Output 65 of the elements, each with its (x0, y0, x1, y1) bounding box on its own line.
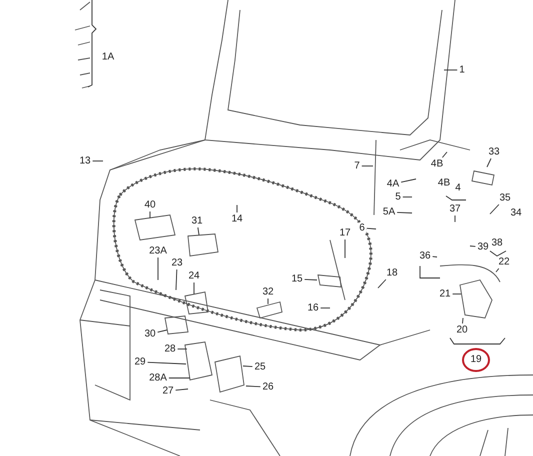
callout-number: 30 (143, 328, 157, 340)
callout-number: 4 (454, 182, 462, 194)
leader-line (496, 268, 500, 272)
circled-callout-number: 19 (462, 348, 490, 372)
callout-number: 36 (418, 250, 432, 262)
callout-number: 4B (436, 178, 452, 188)
leader-line (462, 318, 464, 324)
callout-number: 18 (385, 268, 399, 278)
leader-line (246, 386, 261, 388)
callout-number: 22 (497, 256, 511, 268)
callout-number: 15 (290, 274, 304, 284)
callout-number: 26 (261, 382, 275, 392)
leader-line (344, 239, 346, 258)
callout-number: 21 (438, 288, 452, 300)
leader-line (304, 278, 318, 280)
leader-line (432, 256, 438, 258)
callout-number: 6 (358, 222, 366, 234)
callout-number: 40 (143, 200, 157, 210)
leader-line (378, 279, 386, 288)
leader-line (366, 228, 376, 230)
leader-line (402, 196, 412, 198)
callout-number: 14 (230, 214, 244, 224)
callout-number: 23 (170, 258, 184, 268)
callout-number: 1 (458, 64, 466, 76)
callout-number: 37 (448, 204, 462, 214)
callout-number: 7 (353, 160, 361, 172)
leader-line (92, 160, 104, 162)
callout-number: 24 (187, 270, 201, 282)
leader-line (470, 246, 476, 247)
callout-number: 5 (394, 192, 402, 202)
leader-line (242, 366, 253, 368)
callout-number: 29 (133, 356, 147, 368)
callout-number: 4B (430, 158, 444, 170)
callout-number: 31 (190, 216, 204, 226)
callout-number: 20 (455, 324, 469, 336)
leader-line (236, 204, 238, 213)
callout-number: 17 (338, 228, 352, 238)
leader-line (177, 348, 188, 350)
callout-number: 34 (509, 208, 523, 218)
callout-number: 39 (476, 242, 490, 252)
callout-number: 28 (163, 344, 177, 354)
leader-line (197, 227, 200, 236)
callout-number: 25 (253, 362, 267, 372)
callout-number: 32 (261, 286, 275, 298)
callout-number: 16 (306, 302, 320, 314)
callout-number: 23A (148, 246, 168, 256)
leader-line (400, 178, 416, 183)
callout-number: 28A (148, 372, 168, 384)
callout-number: 1A (100, 52, 116, 62)
callout-number: 5A (382, 206, 396, 218)
leader-line (396, 212, 412, 214)
leader-line (157, 330, 168, 333)
callout-number: 35 (498, 192, 512, 204)
callout-number: 13 (78, 156, 92, 166)
leader-line (175, 388, 188, 391)
leader-line (147, 362, 186, 364)
callout-number: 33 (487, 146, 501, 158)
leader-line (176, 269, 178, 290)
leader-line (486, 158, 492, 168)
leader-line (442, 152, 448, 158)
callout-number: 27 (161, 386, 175, 396)
callout-number: 4A (386, 178, 400, 190)
leader-line (454, 215, 456, 222)
callout-number: 38 (490, 238, 504, 248)
leader-line (490, 204, 500, 214)
